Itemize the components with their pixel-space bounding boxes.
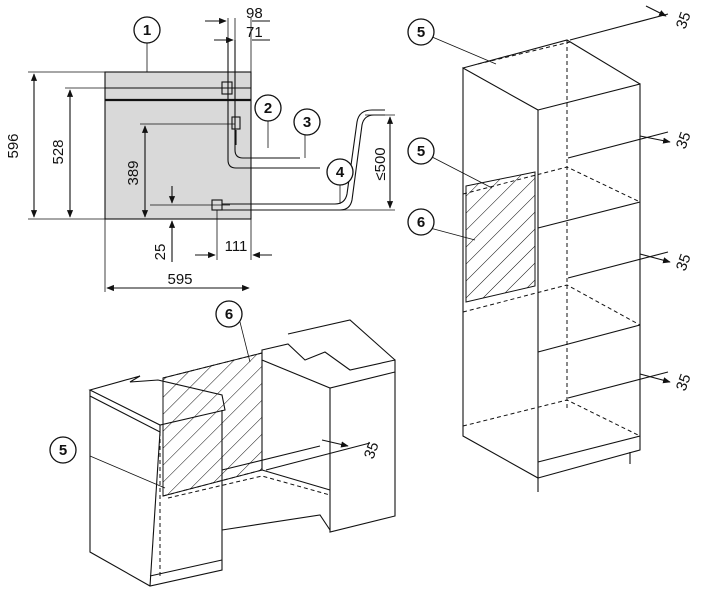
- svg-text:6: 6: [225, 306, 233, 323]
- callout-2: 2: [254, 94, 282, 122]
- dim-35-a: 35: [673, 10, 695, 31]
- svg-text:5: 5: [417, 24, 425, 41]
- svg-text:4: 4: [336, 164, 345, 181]
- svg-text:1: 1: [143, 22, 151, 39]
- callout-6-base: 6: [215, 300, 243, 328]
- callout-3: 3: [293, 108, 321, 136]
- callout-4: 4: [326, 158, 354, 186]
- dim-35-base: 35: [361, 440, 383, 461]
- dim-98: 98: [246, 5, 263, 22]
- svg-text:3: 3: [303, 114, 311, 131]
- front-elevation: [28, 17, 395, 292]
- callout-5-base: 5: [49, 436, 77, 464]
- dim-596: 596: [5, 133, 22, 158]
- dim-111: 111: [225, 238, 248, 255]
- base-cabinet: [88, 319, 396, 587]
- dim-25: 25: [152, 244, 169, 261]
- svg-text:2: 2: [264, 100, 272, 117]
- dim-35-d: 35: [673, 372, 695, 393]
- callout-1: 1: [133, 16, 161, 44]
- dim-35-c: 35: [673, 252, 695, 273]
- callout-6-right: 6: [407, 208, 435, 236]
- dim-35-b: 35: [673, 130, 695, 151]
- svg-text:5: 5: [417, 143, 425, 160]
- dim-71: 71: [246, 24, 263, 41]
- callout-5-mid: 5: [407, 137, 435, 165]
- tall-cabinet: [429, 5, 671, 492]
- svg-text:6: 6: [417, 214, 425, 231]
- dim-595: 595: [167, 271, 192, 288]
- svg-text:5: 5: [59, 442, 67, 459]
- callout-5-top: 5: [407, 18, 435, 46]
- oven-front-panel: [104, 71, 252, 220]
- dim-500: ≤500: [372, 147, 389, 180]
- dim-528: 528: [50, 139, 67, 164]
- dim-389: 389: [125, 160, 142, 185]
